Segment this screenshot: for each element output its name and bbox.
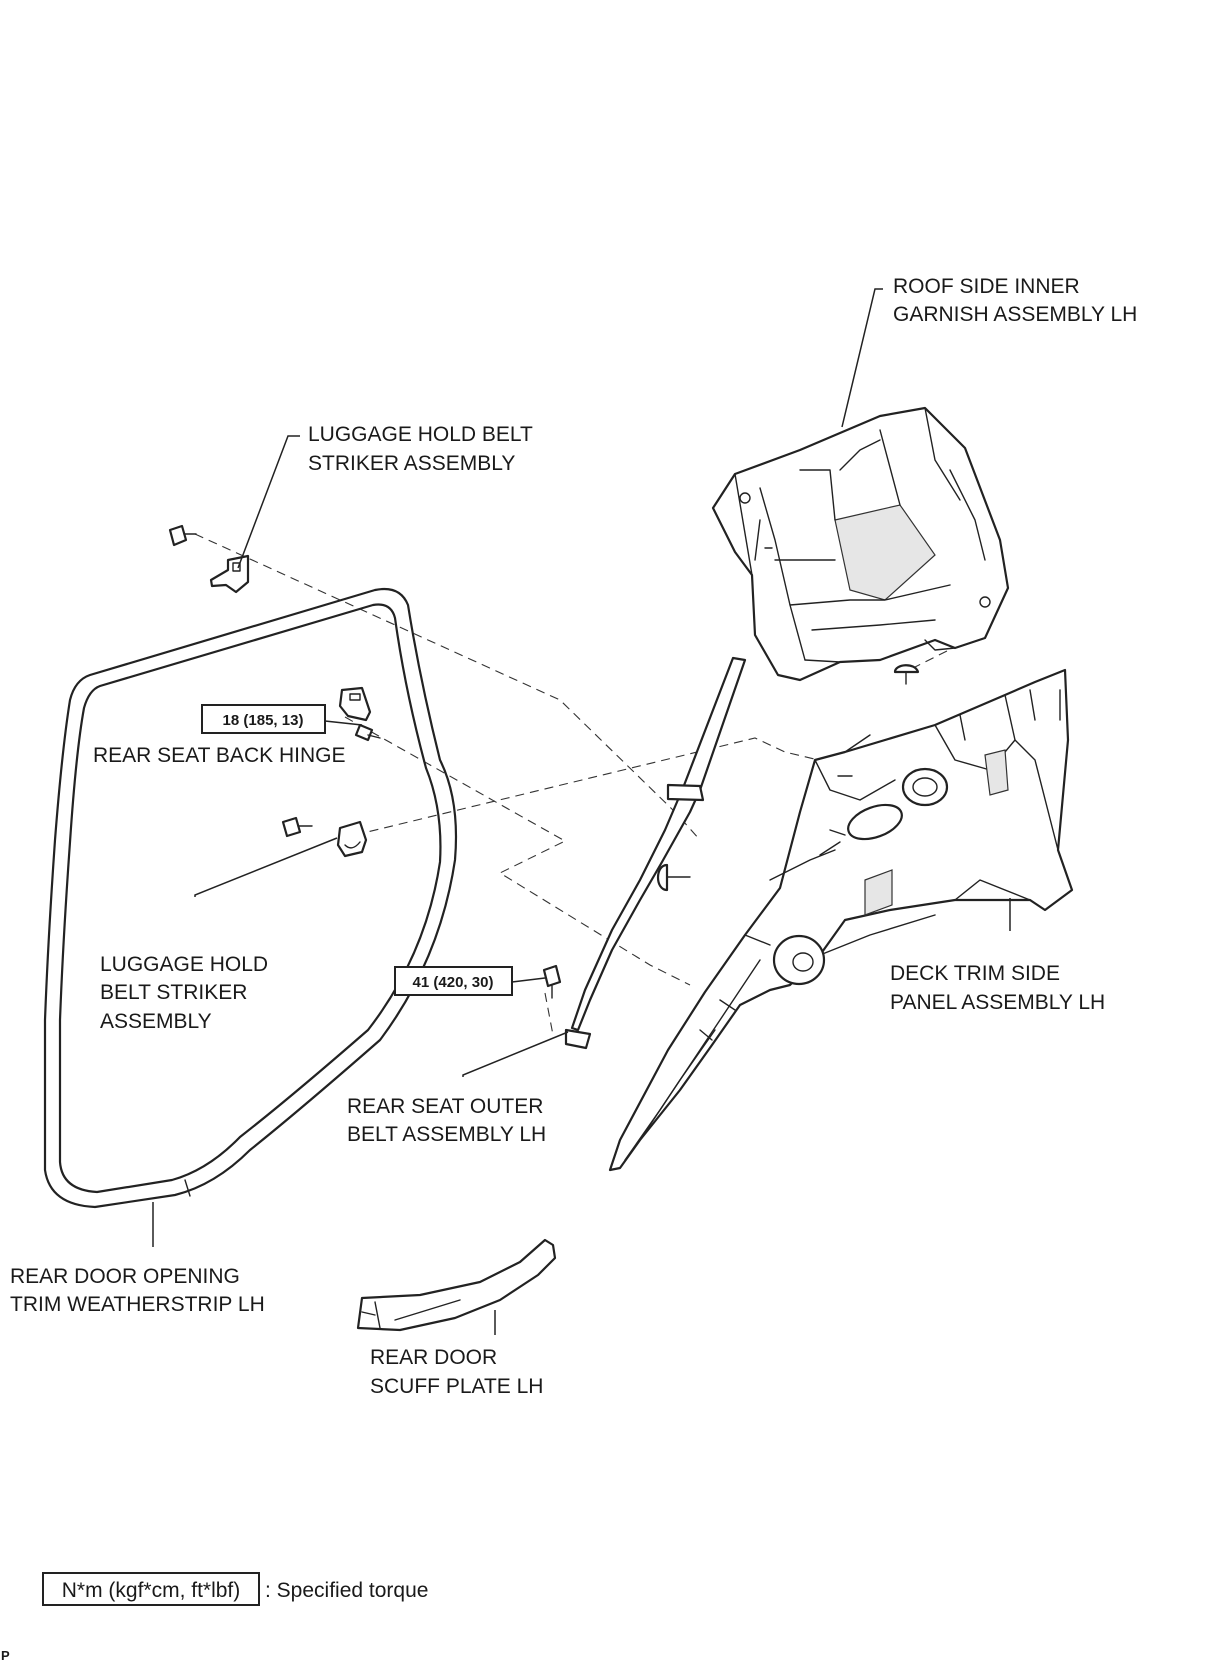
- rear-seat-outer-belt-part: [564, 656, 747, 1050]
- clip-deck-panel: [656, 863, 691, 892]
- legend-torque-unit: N*m (kgf*cm, ft*lbf): [62, 1579, 241, 1602]
- rear-seat-outer-belt-label: REAR SEAT OUTER BELT ASSEMBLY LH: [347, 1095, 549, 1146]
- weatherstrip-part: [43, 587, 458, 1209]
- leader-lines: [152, 288, 1011, 1335]
- torque-box-belt: [394, 966, 513, 996]
- luggage-striker-lower-label: LUGGAGE HOLD BELT STRIKER ASSEMBLY: [100, 953, 274, 1033]
- rear-seat-back-hinge-part: [338, 686, 381, 742]
- legend-torque-text: : Specified torque: [265, 1579, 428, 1602]
- roof-side-inner-garnish-label: ROOF SIDE INNER GARNISH ASSEMBLY LH: [893, 275, 1137, 326]
- deck-trim-side-panel-part: [608, 668, 1074, 1172]
- luggage-striker-upper-part: [168, 524, 250, 594]
- scuff-plate-label: REAR DOOR SCUFF PLATE LH: [370, 1346, 543, 1398]
- luggage-striker-upper-label: LUGGAGE HOLD BELT STRIKER ASSEMBLY: [308, 423, 538, 475]
- weatherstrip-label: REAR DOOR OPENING TRIM WEATHERSTRIP LH: [10, 1265, 265, 1316]
- torque-value-hinge: 18 (185, 13): [223, 712, 304, 729]
- torque-value-belt: 41 (420, 30): [413, 974, 494, 991]
- belt-bolt-part: [542, 964, 562, 999]
- deck-trim-side-panel-label: DECK TRIM SIDE PANEL ASSEMBLY LH: [890, 962, 1105, 1014]
- clip-roof-garnish: [893, 664, 920, 685]
- corner-mark: P: [1, 1648, 10, 1663]
- legend-torque-box: [42, 1572, 260, 1606]
- rear-seat-back-hinge-label: REAR SEAT BACK HINGE: [93, 744, 345, 767]
- luggage-striker-lower-part: [281, 816, 368, 858]
- torque-box-hinge: [201, 704, 326, 734]
- roof-side-inner-garnish-part: [711, 406, 1010, 682]
- scuff-plate-part: [356, 1238, 557, 1332]
